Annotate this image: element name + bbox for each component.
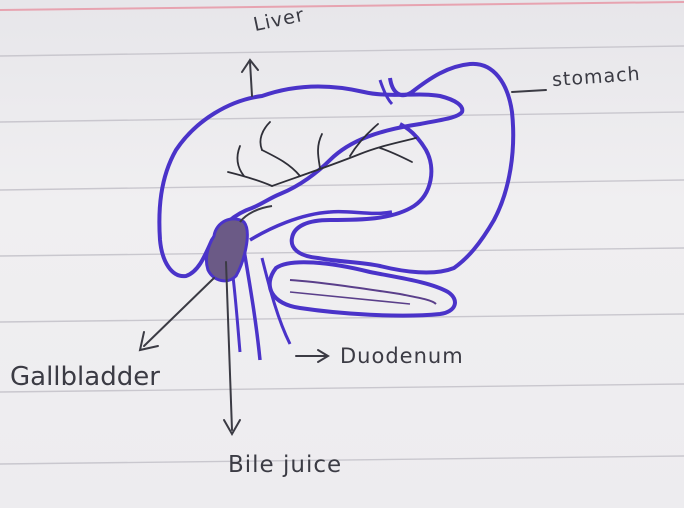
bile-duct-2 <box>232 268 240 352</box>
liver-lower-edge <box>250 212 392 240</box>
liver-outline <box>159 86 462 276</box>
gallbladder-arrow <box>144 278 214 346</box>
label-bile-juice: Bile juice <box>228 452 342 478</box>
ruled-lines <box>0 46 684 464</box>
margin-line <box>0 2 684 10</box>
pointer-arrows <box>140 60 546 434</box>
liver-arrow <box>250 62 252 96</box>
bile-duct <box>244 250 260 360</box>
stomach-arrow <box>512 90 546 92</box>
duodenum-inner-fold <box>290 280 436 304</box>
label-gallbladder: Gallbladder <box>10 362 160 392</box>
label-duodenum: Duodenum <box>340 344 464 368</box>
bile-arrow <box>226 262 232 430</box>
